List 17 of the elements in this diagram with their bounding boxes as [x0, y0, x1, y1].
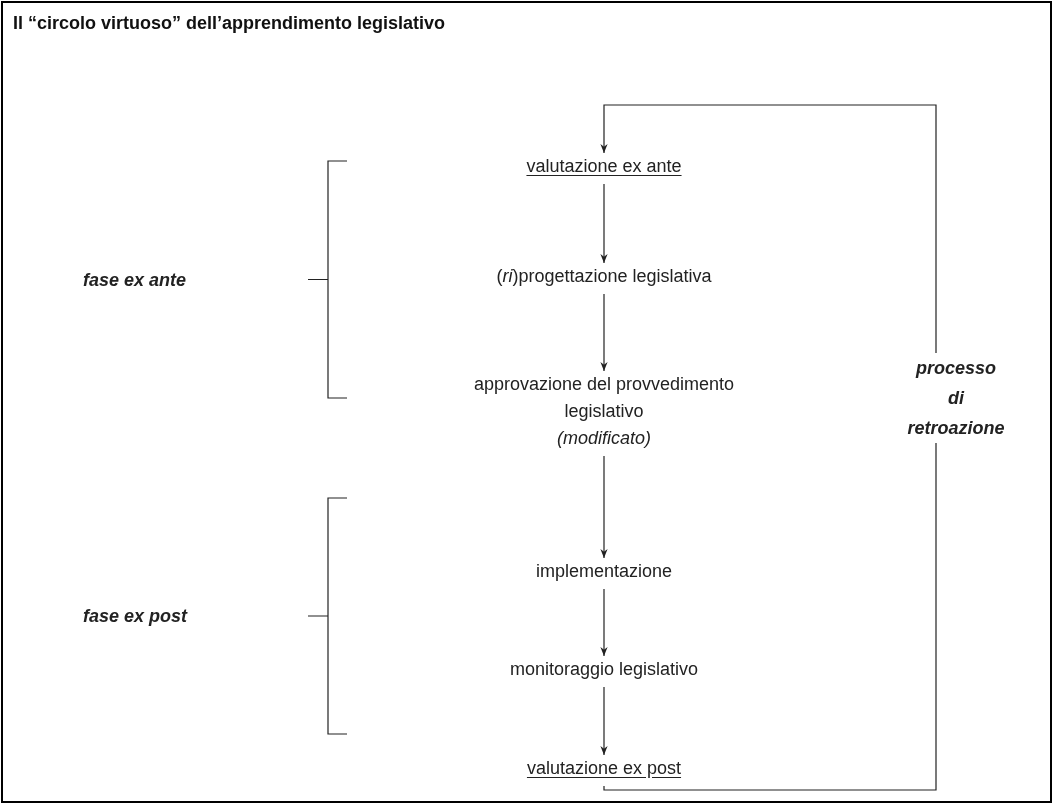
step-text: valutazione ex post: [526, 757, 682, 780]
step-text: (ri)progettazione legislativa: [496, 265, 712, 288]
step-text: implementazione: [535, 560, 673, 583]
arrow: [600, 183, 608, 264]
step-text: valutazione ex ante: [526, 155, 682, 178]
arrow: [600, 686, 608, 756]
phase-label: fase ex ante: [83, 269, 188, 290]
step-text: approvazione del provvedimento legislativo: [472, 373, 736, 423]
arrow: [600, 588, 608, 657]
arrow: [600, 293, 608, 372]
step-text: (modificato): [557, 427, 651, 450]
arrow: [600, 455, 608, 559]
arrow: [600, 104, 937, 791]
diagram-title: Il “circolo virtuoso” dell’apprendimento legislativo: [13, 13, 446, 34]
step-text: monitoraggio legislativo: [509, 658, 699, 681]
phase-label: fase ex post: [83, 605, 189, 627]
edge-label: processo di retroazione: [907, 352, 1005, 443]
